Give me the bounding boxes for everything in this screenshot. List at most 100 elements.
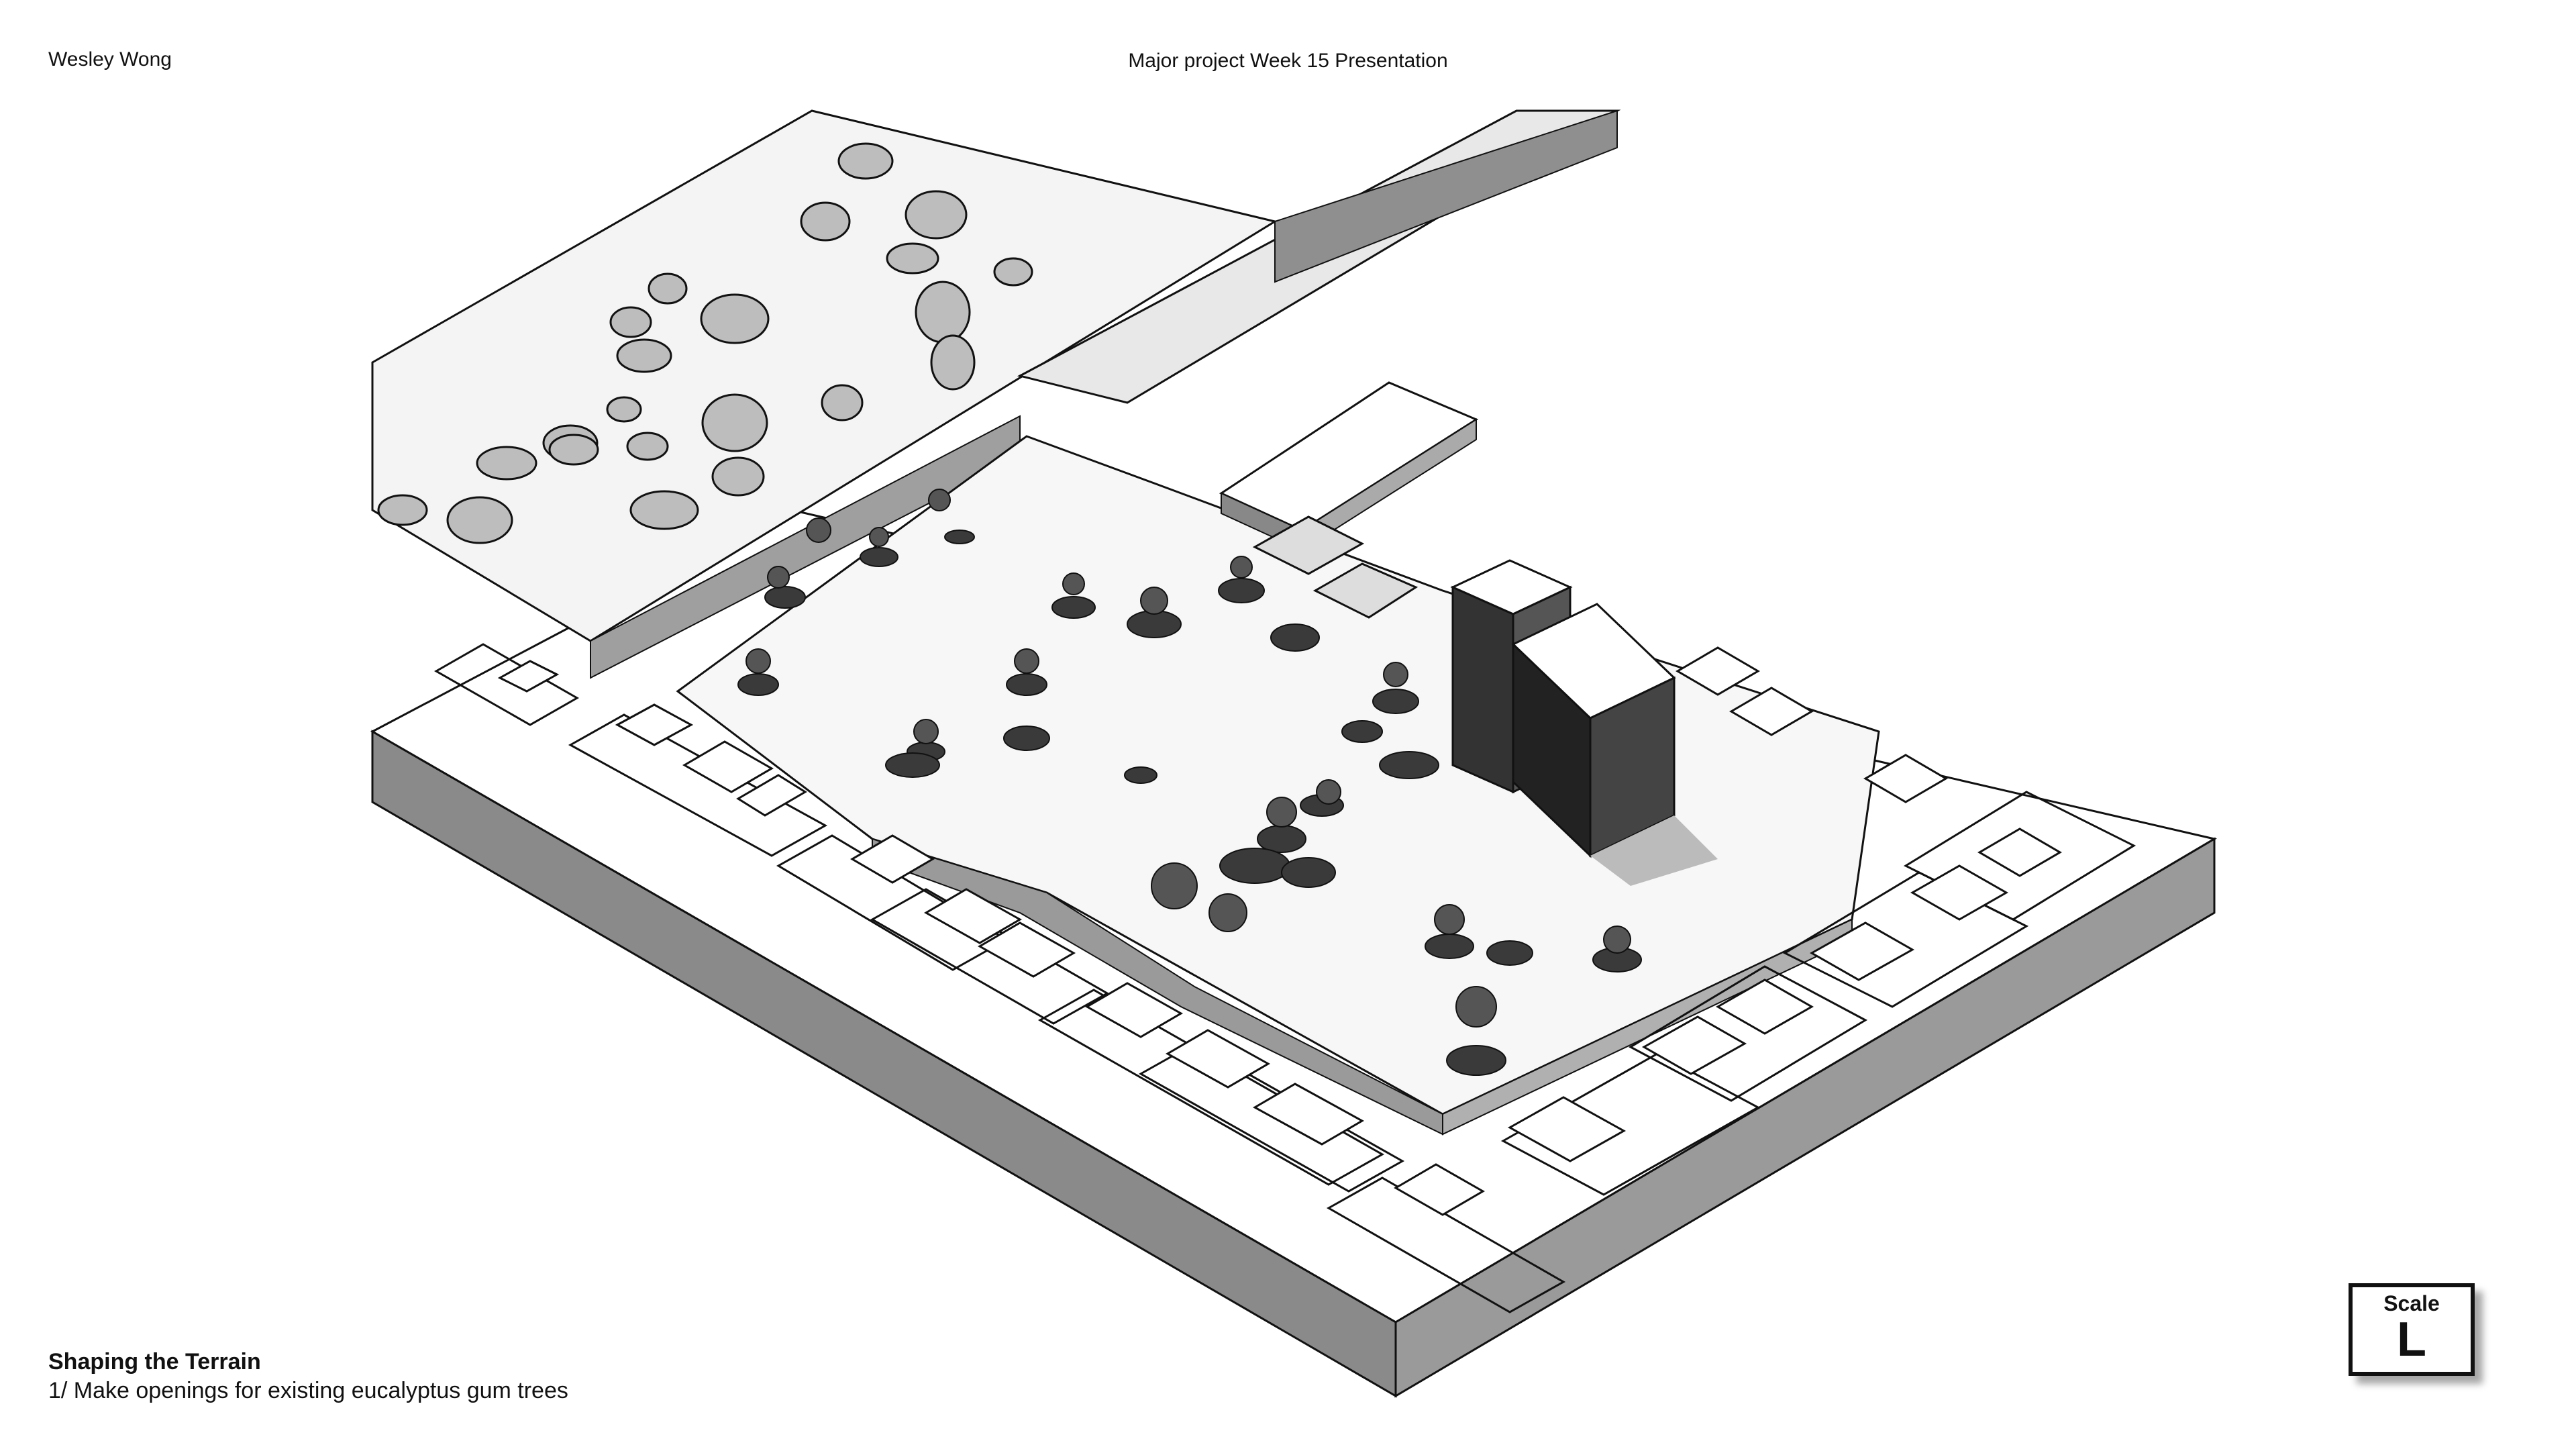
house <box>1507 1096 1627 1162</box>
house <box>1165 1029 1271 1089</box>
house <box>1863 754 1948 803</box>
tree-canopy <box>913 719 939 744</box>
street-block <box>433 643 580 726</box>
tree-opening <box>930 334 976 391</box>
caption-text: 1/ Make openings for existing eucalyptus… <box>48 1378 568 1403</box>
presentation-title: Major project Week 15 Presentation <box>1128 50 1448 72</box>
tree-opening <box>837 142 894 180</box>
tree-canopy <box>1151 862 1198 909</box>
scale-badge: Scale L <box>2349 1283 2475 1376</box>
scale-label: Scale <box>2383 1291 2440 1315</box>
tree-opening <box>700 293 770 344</box>
tree-canopy <box>1383 662 1408 687</box>
tree-canopy <box>767 566 790 589</box>
tree-canopy <box>1062 572 1085 595</box>
tree-opening <box>606 396 642 423</box>
tree-canopy <box>1603 926 1631 954</box>
house <box>923 888 1023 944</box>
street-block <box>1037 989 1385 1186</box>
tree-opening <box>629 490 699 530</box>
tree-shadow <box>1425 934 1474 959</box>
house <box>1394 1163 1485 1216</box>
tree-canopy <box>928 489 951 511</box>
tree-canopy <box>745 648 771 674</box>
house <box>1252 1083 1365 1146</box>
upper-tree-openings <box>377 142 1033 544</box>
tree-shadow <box>1003 726 1050 751</box>
street-block <box>870 888 1110 1025</box>
caption: Shaping the Terrain 1/ Make openings for… <box>48 1349 568 1404</box>
tree-shadow <box>885 752 940 778</box>
tree-shadow <box>737 673 779 696</box>
house <box>977 921 1076 978</box>
tree-canopy <box>1140 587 1168 615</box>
house <box>615 703 694 746</box>
tree-shadow <box>1372 689 1419 714</box>
street-block <box>568 713 828 857</box>
tree-opening <box>711 456 765 497</box>
tree-shadow <box>944 530 975 544</box>
house <box>1977 828 2062 877</box>
tree-canopies <box>745 489 1631 1028</box>
house <box>1084 982 1184 1038</box>
tree-opening <box>476 446 537 481</box>
tree-canopy <box>1455 986 1497 1028</box>
tree-opening <box>377 494 428 526</box>
tower-block-2 <box>1511 603 1676 858</box>
street-block <box>1628 965 1868 1102</box>
tree-opening <box>609 306 652 338</box>
street-block <box>1326 1177 1566 1313</box>
tree-canopy <box>1316 779 1341 805</box>
tree-opening <box>915 281 971 344</box>
tree-opening <box>800 201 851 242</box>
tree-shadow <box>860 547 898 567</box>
house <box>497 660 560 693</box>
tower-shadow <box>1590 815 1718 886</box>
houses <box>497 646 2062 1216</box>
house <box>736 774 807 817</box>
tree-shadow <box>764 586 806 609</box>
tree-shadow <box>1006 673 1047 696</box>
tree-canopy <box>1208 893 1247 932</box>
tree-opening <box>701 393 768 452</box>
upper-terrain <box>371 109 1278 642</box>
rail-corridor-side <box>1274 109 1618 283</box>
tree-canopy <box>1230 556 1253 579</box>
scale-value: L <box>2397 1313 2426 1366</box>
tree-opening <box>993 257 1033 287</box>
tree-canopy <box>1266 797 1297 828</box>
house <box>1910 864 2009 921</box>
house <box>850 834 935 884</box>
house <box>682 740 774 793</box>
tree-opening <box>548 434 599 466</box>
carpark-building-2 <box>1312 562 1419 619</box>
house <box>1641 1015 1747 1075</box>
tree-opening <box>626 432 669 461</box>
carpark-building <box>1252 515 1365 575</box>
tree-opening <box>648 272 688 305</box>
caption-title: Shaping the Terrain <box>48 1349 261 1375</box>
tree-shadow <box>1281 857 1336 888</box>
street-block <box>1782 871 2029 1008</box>
tree-canopy <box>1434 904 1465 935</box>
tree-shadow <box>1341 720 1383 743</box>
tree-opening <box>886 242 939 274</box>
house <box>1676 646 1760 696</box>
tree-shadow <box>1124 766 1157 784</box>
tree-opening <box>446 496 513 544</box>
tree-canopy <box>869 527 889 547</box>
tree-shadow <box>1486 940 1533 966</box>
street-block <box>1500 1052 1761 1196</box>
tree-shadow <box>1051 596 1096 619</box>
tree-canopy <box>806 517 831 543</box>
tree-opening <box>616 338 672 373</box>
tree-canopy <box>1014 648 1039 674</box>
house <box>1715 979 1814 1035</box>
author-name: Wesley Wong <box>48 48 172 70</box>
tree-shadow <box>1446 1045 1506 1076</box>
tree-opening <box>821 384 864 421</box>
tree-shadow <box>1270 623 1320 652</box>
house <box>1729 687 1814 736</box>
house <box>1809 921 1915 981</box>
tower-1-left <box>1451 585 1514 794</box>
